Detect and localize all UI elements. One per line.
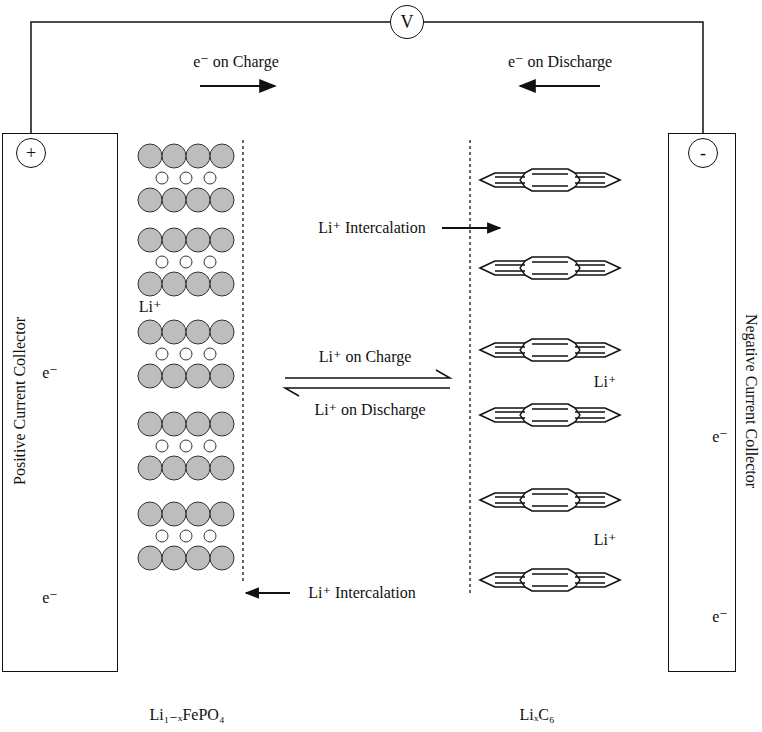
positive-terminal: + <box>16 138 46 168</box>
negative-collector: Negative Current Collector- <box>668 133 736 672</box>
annotation-label: Li⁺ on Discharge <box>314 401 425 419</box>
collector-label: Negative Current Collector <box>742 314 760 488</box>
annotation-label: e⁻ <box>42 589 58 607</box>
negative-terminal: - <box>688 138 718 168</box>
terminal-symbol: V <box>401 13 414 31</box>
annotation-label: Li⁺ Intercalation <box>318 219 426 237</box>
collector-label: Positive Current Collector <box>11 317 29 485</box>
annotation-label: Li⁺ on Charge <box>319 348 412 366</box>
terminal-symbol: + <box>26 144 36 162</box>
voltmeter: V <box>390 5 424 39</box>
circuit-wire <box>424 22 703 133</box>
annotation-label: Li⁺ <box>594 373 617 391</box>
annotation-label: Li⁺ <box>594 531 617 549</box>
annotation-label: Li⁺ <box>139 298 162 316</box>
annotation-label: Li₁₋ₓFePO₄ <box>150 706 225 724</box>
annotation-label: e⁻ <box>712 608 728 626</box>
terminal-symbol: - <box>700 144 706 162</box>
annotation-label: Li⁺ Intercalation <box>308 584 416 602</box>
annotation-label: LiₓC₆ <box>519 706 554 724</box>
annotation-label: e⁻ <box>712 428 728 446</box>
annotation-label: e⁻ <box>42 364 58 382</box>
positive-collector: Positive Current Collector + <box>2 133 118 672</box>
annotation-label: e⁻ on Discharge <box>508 53 612 71</box>
circuit-wire <box>31 22 390 133</box>
annotation-label: e⁻ on Charge <box>193 53 278 71</box>
